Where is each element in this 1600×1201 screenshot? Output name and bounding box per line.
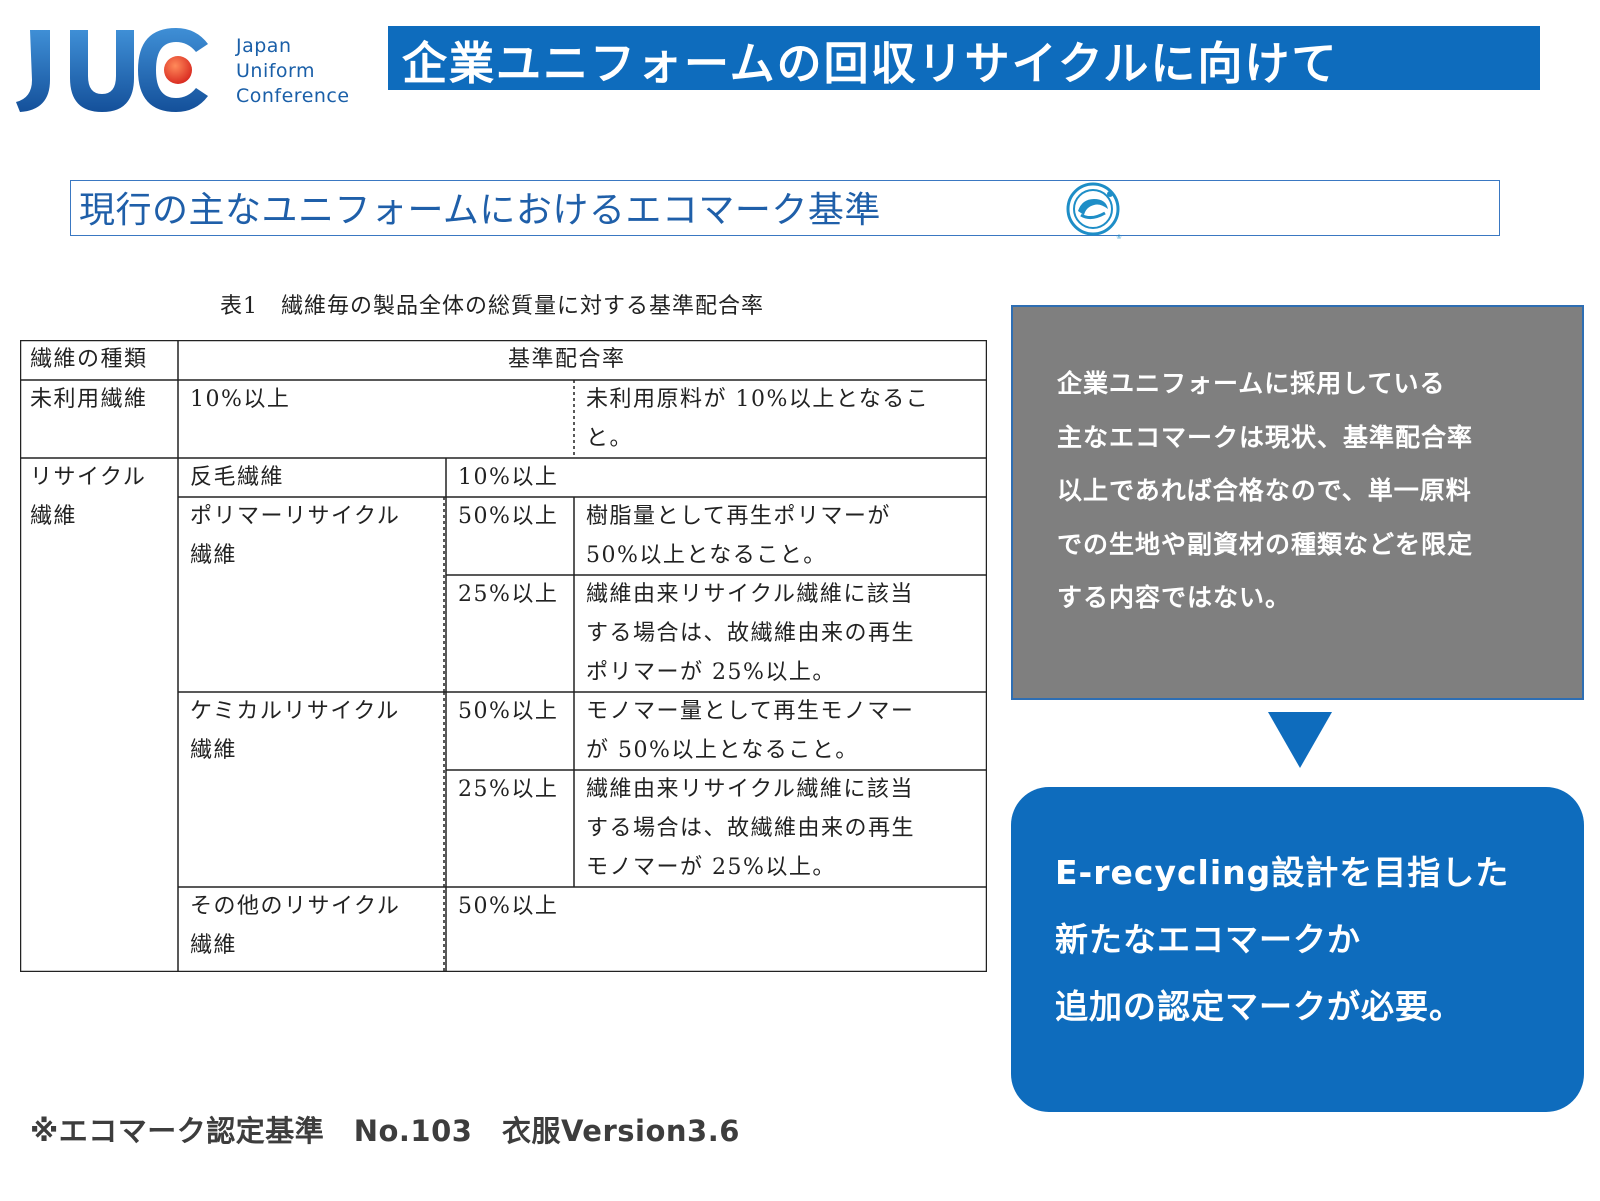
- eco-mark-icon: ®: [1066, 182, 1122, 241]
- callout-line-3: 追加の認定マークが必要。: [1055, 987, 1463, 1026]
- cell-other-rate: 50%以上: [458, 894, 559, 919]
- callout-line-2: 新たなエコマークか: [1055, 920, 1361, 959]
- cell-chemical-note1-1: モノマー量として再生モノマー: [586, 699, 915, 724]
- note-line-3: 以上であれば合格なので、単一原料: [1057, 476, 1472, 505]
- subtitle-box: 現行の主なユニフォームにおけるエコマーク基準 ®: [70, 180, 1500, 241]
- cell-other-type-1: その他のリサイクル: [190, 894, 401, 919]
- logo-text-line3: Conference: [236, 85, 350, 107]
- cell-recycle-group-1: リサイクル: [30, 465, 147, 490]
- cell-hanmo-rate: 10%以上: [458, 465, 559, 490]
- cell-chemical-type-2: 繊維: [190, 738, 238, 763]
- cell-polymer-type-2: 繊維: [190, 543, 238, 568]
- logo-text-line1: Japan: [236, 35, 292, 57]
- cell-unused-type: 未利用繊維: [30, 387, 148, 412]
- juc-logo-mark: [16, 28, 208, 112]
- note-line-2: 主なエコマークは現状、基準配合率: [1057, 422, 1474, 452]
- cell-polymer-rate-2: 25%以上: [458, 582, 559, 607]
- cell-polymer-rate-1: 50%以上: [458, 504, 559, 529]
- cell-polymer-note1-1: 樹脂量として再生ポリマーが: [586, 504, 891, 529]
- eco-criteria-table: 繊維の種類 基準配合率 未利用繊維 10%以上 未利用原料が 10%以上となるこ…: [20, 340, 987, 972]
- header-fiber-type: 繊維の種類: [30, 347, 148, 372]
- logo-text-line2: Uniform: [236, 60, 316, 82]
- note-box: 企業ユニフォームに採用している 主なエコマークは現状、基準配合率 以上であれば合…: [1011, 305, 1584, 700]
- cell-chemical-rate-1: 50%以上: [458, 699, 559, 724]
- cell-unused-note-2: と。: [586, 426, 634, 451]
- section-subtitle: 現行の主なユニフォームにおけるエコマーク基準: [79, 190, 881, 231]
- cell-chemical-rate-2: 25%以上: [458, 777, 559, 802]
- svg-text:®: ®: [1116, 234, 1122, 241]
- juc-logo: Japan Uniform Conference: [12, 18, 372, 118]
- note-line-1: 企業ユニフォームに採用している: [1057, 369, 1446, 398]
- table-caption: 表1 繊維毎の製品全体の総質量に対する基準配合率: [220, 294, 764, 319]
- cell-unused-note-1: 未利用原料が 10%以上となるこ: [586, 387, 930, 412]
- cell-polymer-type-1: ポリマーリサイクル: [190, 504, 401, 529]
- title-bar: 企業ユニフォームの回収リサイクルに向けて: [388, 26, 1540, 90]
- callout-line-1: E-recycling設計を目指した: [1055, 853, 1510, 892]
- cell-chemical-note2-2: する場合は、故繊維由来の再生: [586, 816, 916, 841]
- cell-unused-rate: 10%以上: [190, 387, 291, 412]
- cell-chemical-note1-2: が 50%以上となること。: [586, 738, 859, 763]
- cell-chemical-type-1: ケミカルリサイクル: [190, 699, 400, 724]
- callout-text: E-recycling設計を目指した 新たなエコマークか 追加の認定マークが必要…: [1055, 839, 1509, 1040]
- callout-box: E-recycling設計を目指した 新たなエコマークか 追加の認定マークが必要…: [1011, 787, 1584, 1112]
- note-line-5: する内容ではない。: [1057, 583, 1292, 612]
- note-text: 企業ユニフォームに採用している 主なエコマークは現状、基準配合率 以上であれば合…: [1057, 357, 1557, 625]
- cell-recycle-group-2: 繊維: [30, 504, 78, 529]
- table-grid: [20, 340, 987, 972]
- cell-chemical-note2-3: モノマーが 25%以上。: [586, 855, 836, 880]
- header-rate: 基準配合率: [508, 347, 626, 372]
- cell-polymer-note2-1: 繊維由来リサイクル繊維に該当: [586, 582, 914, 607]
- cell-polymer-note2-2: する場合は、故繊維由来の再生: [586, 621, 916, 646]
- cell-chemical-note2-1: 繊維由来リサイクル繊維に該当: [586, 777, 914, 802]
- cell-polymer-note1-2: 50%以上となること。: [586, 543, 827, 568]
- footnote: ※エコマーク認定基準 No.103 衣服Version3.6: [30, 1114, 740, 1148]
- down-triangle-icon: [1268, 712, 1332, 768]
- cell-polymer-note2-3: ポリマーが 25%以上。: [586, 660, 836, 685]
- page-title: 企業ユニフォームの回収リサイクルに向けて: [402, 37, 1339, 90]
- cell-other-type-2: 繊維: [190, 933, 238, 958]
- note-line-4: での生地や副資材の種類などを限定: [1057, 529, 1474, 559]
- cell-hanmo-type: 反毛繊維: [190, 465, 285, 490]
